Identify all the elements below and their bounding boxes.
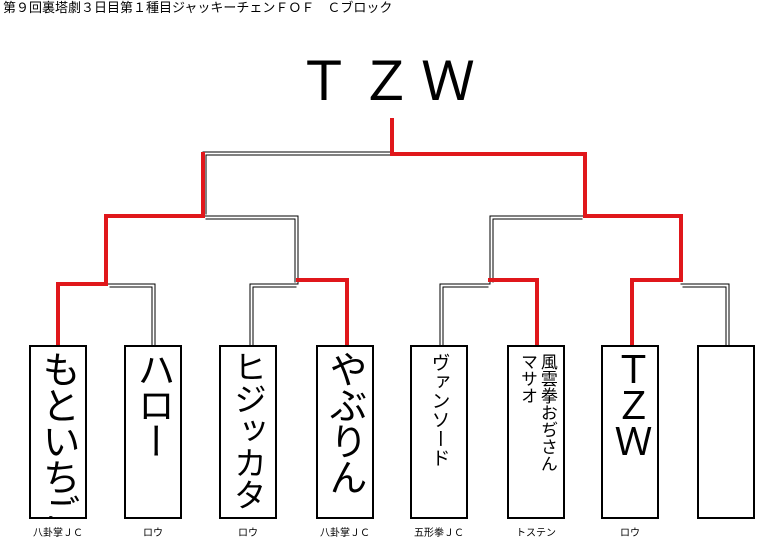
entry-team-2: ロウ xyxy=(143,528,163,539)
bracket-line-loser-hello xyxy=(105,283,156,346)
entry-team-3: ロウ xyxy=(238,528,258,539)
bracket-win-paths xyxy=(56,118,683,347)
bracket-line-winner-r2-left xyxy=(104,214,205,286)
entry-team-1: 八卦掌ＪＣ xyxy=(33,528,83,539)
bracket-line-winner-fuuun xyxy=(488,278,539,347)
entry-box-4: やぶりん xyxy=(316,345,374,519)
entry-box-5: ヴァンソード xyxy=(410,345,468,519)
entry-name: もといちご xyxy=(36,350,80,519)
entry-name: やぶりん xyxy=(323,350,367,494)
entry-name-line1: 風雲拳おぢさん xyxy=(536,353,557,472)
bracket-line-winner-semi-right xyxy=(390,152,587,218)
entry-box-7: ＴＺＷ xyxy=(601,345,659,519)
entry-box-1: もといちご xyxy=(29,345,87,519)
bracket-line-winner-tzw-r1 xyxy=(630,278,683,347)
bracket-line-loser-semi xyxy=(202,151,393,217)
entry-name-line2: マサオ xyxy=(517,353,537,404)
bracket-line-loser-vansword xyxy=(439,283,491,346)
page-title: 第９回裏塔劇３日目第１種目ジャッキーチェンＦＯＦ Ｃブロック xyxy=(3,1,393,16)
entry-box-3: ヒジッカタ xyxy=(219,345,277,519)
entry-name: ハロー xyxy=(131,350,175,458)
entry-team-6: トステン xyxy=(516,528,556,539)
entry-team-4: 八卦掌ＪＣ xyxy=(320,528,370,539)
entry-name: ＴＺＷ xyxy=(608,350,652,458)
bracket-line-winner-motoichigo xyxy=(56,282,108,347)
entry-team-5: 五形拳ＪＣ xyxy=(414,528,464,539)
bracket-line-loser-empty xyxy=(680,283,730,346)
entry-box-2: ハロー xyxy=(124,345,182,519)
bracket-line-loser-r2-right xyxy=(489,215,586,285)
bracket-line-winner-yaburin xyxy=(296,278,349,347)
bracket-line-loser-r2-left xyxy=(202,215,299,285)
entry-box-6: 風雲拳おぢさん マサオ xyxy=(507,345,565,519)
champion-label: ＴＺＷ xyxy=(297,50,483,113)
entry-team-7: ロウ xyxy=(620,528,640,539)
bracket-line-winner-r2-right xyxy=(583,214,683,282)
entry-name-multiline: 風雲拳おぢさん マサオ xyxy=(517,347,557,517)
bracket-line-loser-hijikkata xyxy=(249,283,299,346)
entry-box-8-empty xyxy=(697,345,755,519)
entry-name: ヴァンソード xyxy=(428,353,451,467)
entry-name: ヒジッカタ xyxy=(228,350,268,510)
